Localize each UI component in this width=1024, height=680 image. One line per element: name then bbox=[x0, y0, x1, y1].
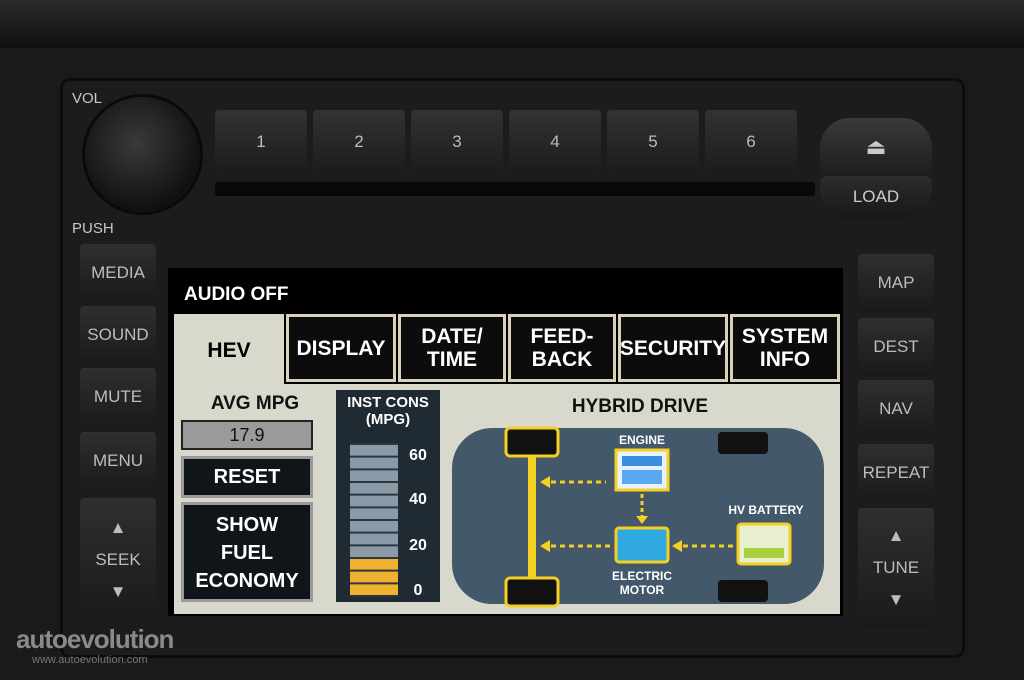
dashboard-trim bbox=[0, 0, 1024, 48]
tab-feedback[interactable]: FEED- BACK bbox=[508, 314, 616, 382]
hybrid-drive-title: HYBRID DRIVE bbox=[571, 396, 709, 417]
gauge-ticks bbox=[350, 443, 398, 597]
watermark-url: www.autoevolution.com bbox=[32, 654, 148, 666]
tab-security[interactable]: SECURITY bbox=[618, 314, 728, 382]
preset-button-5[interactable]: 5 bbox=[607, 110, 699, 174]
tune-label: TUNE bbox=[872, 558, 920, 577]
front-left-wheel bbox=[504, 426, 560, 458]
preset-button-2[interactable]: 2 bbox=[313, 110, 405, 174]
tab-bar: HEV DISPLAY DATE/ TIME FEED- BACK SECURI… bbox=[174, 314, 840, 386]
engine-icon-detail bbox=[622, 470, 662, 484]
dest-button[interactable]: DEST bbox=[858, 318, 934, 376]
reset-button[interactable]: RESET bbox=[181, 456, 313, 498]
preset-buttons: 1 2 3 4 5 6 bbox=[215, 110, 797, 174]
watermark-logo: autoevolution bbox=[16, 624, 174, 654]
motor-flow-arrow bbox=[540, 540, 550, 552]
tab-hev[interactable]: HEV bbox=[174, 314, 284, 386]
arrow-up-icon: ▲ bbox=[887, 526, 905, 545]
show-fuel-economy-button[interactable]: SHOW FUEL ECONOMY bbox=[181, 502, 313, 602]
hv-battery-level bbox=[744, 548, 784, 558]
repeat-button[interactable]: REPEAT bbox=[858, 444, 934, 502]
nav-button[interactable]: NAV bbox=[858, 380, 934, 438]
tune-button[interactable]: ▲ TUNE ▼ bbox=[858, 508, 934, 628]
front-axle bbox=[528, 438, 536, 598]
seek-button[interactable]: ▲ SEEK ▼ bbox=[80, 498, 156, 622]
gauge-label-0: 0 bbox=[414, 582, 423, 599]
engine-icon-detail bbox=[622, 456, 662, 466]
rear-left-wheel bbox=[718, 432, 768, 454]
preset-button-4[interactable]: 4 bbox=[509, 110, 601, 174]
electric-motor-label-line2: MOTOR bbox=[620, 583, 665, 597]
preset-button-1[interactable]: 1 bbox=[215, 110, 307, 174]
seek-label: SEEK bbox=[95, 550, 141, 569]
tab-system-info[interactable]: SYSTEM INFO bbox=[730, 314, 840, 382]
load-button[interactable]: LOAD bbox=[820, 176, 932, 218]
engine-label: ENGINE bbox=[619, 433, 665, 447]
menu-button[interactable]: MENU bbox=[80, 432, 156, 490]
tab-display[interactable]: DISPLAY bbox=[286, 314, 396, 382]
rear-right-wheel bbox=[718, 580, 768, 602]
sound-button[interactable]: SOUND bbox=[80, 306, 156, 364]
gauge-fill bbox=[350, 558, 398, 596]
arrow-up-icon: ▲ bbox=[109, 518, 127, 537]
gauge-label-60: 60 bbox=[409, 447, 427, 464]
map-button[interactable]: MAP bbox=[858, 254, 934, 312]
push-label: PUSH bbox=[72, 220, 114, 237]
preset-button-3[interactable]: 3 bbox=[411, 110, 503, 174]
eject-icon: ⏏ bbox=[865, 134, 887, 159]
battery-flow-arrow bbox=[672, 540, 682, 552]
tab-date-time[interactable]: DATE/ TIME bbox=[398, 314, 506, 382]
media-button[interactable]: MEDIA bbox=[80, 244, 156, 302]
preset-button-6[interactable]: 6 bbox=[705, 110, 797, 174]
mute-button[interactable]: MUTE bbox=[80, 368, 156, 426]
avg-mpg-label: AVG MPG bbox=[210, 393, 300, 414]
arrow-down-icon: ▼ bbox=[887, 590, 905, 609]
vol-label: VOL bbox=[72, 90, 103, 107]
inst-cons-title: INST CONS (MPG) bbox=[347, 394, 429, 428]
gauge-label-40: 40 bbox=[409, 491, 427, 508]
arrow-down-icon: ▼ bbox=[109, 582, 127, 601]
engine-flow-arrow bbox=[540, 476, 550, 488]
eject-button[interactable]: ⏏ bbox=[820, 118, 932, 176]
electric-motor-label-line1: ELECTRIC bbox=[612, 569, 672, 583]
audio-status: AUDIO OFF bbox=[184, 284, 289, 305]
hybrid-drive-diagram: ENGINE ELECTRIC MOTOR HV BATTERY bbox=[452, 426, 824, 608]
hv-battery-label: HV BATTERY bbox=[728, 503, 803, 517]
front-right-wheel bbox=[504, 576, 560, 608]
cd-slot bbox=[215, 182, 815, 196]
avg-mpg-value: 17.9 bbox=[181, 420, 313, 450]
engine-motor-flow-arrow bbox=[636, 516, 648, 524]
inst-cons-gauge: 60 40 20 0 bbox=[350, 443, 427, 599]
volume-knob[interactable] bbox=[85, 97, 200, 212]
gauge-label-20: 20 bbox=[409, 537, 427, 554]
electric-motor-icon bbox=[614, 526, 670, 564]
